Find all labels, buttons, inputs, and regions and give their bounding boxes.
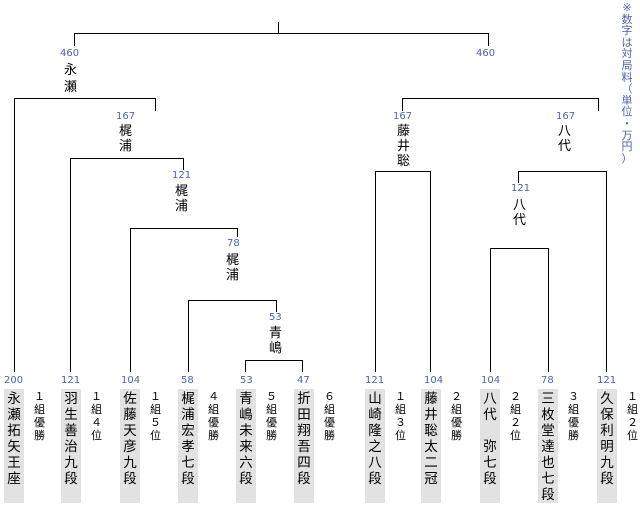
player-result: １ 組 ３ 位 <box>395 390 406 442</box>
player-fee: 78 <box>541 375 554 386</box>
player-result: １ 組 ５ 位 <box>150 390 161 442</box>
player-name-box: 羽 生 善 治 九 段 <box>61 389 81 503</box>
player-fee: 121 <box>365 375 385 386</box>
player-result: ４ 組 優 勝 <box>208 390 219 442</box>
winner-sf-left: 梶 浦 <box>118 124 132 154</box>
winner-final-left: 永 瀬 <box>63 63 77 95</box>
fee-qf-left: 121 <box>172 170 192 181</box>
player-name-box: 青 嶋 未 来 六 段 <box>236 389 256 503</box>
player-result: ６ 組 優 勝 <box>324 390 335 442</box>
player-fee: 104 <box>424 375 444 386</box>
player-result: ５ 組 優 勝 <box>266 390 277 442</box>
player-name: 梶 浦 宏 孝 七 段 <box>181 391 195 487</box>
player-result: ２ 組 優 勝 <box>451 390 462 442</box>
player-name-box: 久 保 利 明 九 段 <box>597 389 617 503</box>
player-name-box: 八 代 弥 七 段 <box>480 389 500 503</box>
player-name: 藤 井 聡 太 二 冠 <box>424 391 438 487</box>
player-name-box: 三 枚 堂 達 也 七 段 <box>538 389 558 503</box>
player-result: １ 組 優 勝 <box>34 390 45 442</box>
fee-r2-left: 78 <box>227 238 240 249</box>
player-name: 三 枚 堂 達 也 七 段 <box>541 391 555 503</box>
fee-sf-right-left: 167 <box>393 111 413 122</box>
player-fee: 200 <box>4 375 24 386</box>
player-name: 永 瀬 拓 矢 王 座 <box>7 391 21 487</box>
winner-qf-left: 梶 浦 <box>174 184 188 214</box>
fee-final-left: 460 <box>60 48 80 59</box>
player-fee: 121 <box>61 375 81 386</box>
player-name: 八 代 弥 七 段 <box>483 391 497 487</box>
fee-note: ※ 数 字 は 対 局 料 （ 単 位 ・ 万 円 ） <box>621 1 633 165</box>
fee-r1-left: 53 <box>269 312 282 323</box>
player-name: 久 保 利 明 九 段 <box>600 391 614 487</box>
player-fee: 121 <box>597 375 617 386</box>
winner-qf-right-right: 八 代 <box>512 198 526 228</box>
player-result: １ 組 ２ 位 <box>627 390 638 442</box>
player-fee: 53 <box>240 375 253 386</box>
winner-sf-right-right: 八 代 <box>557 124 571 154</box>
player-fee: 47 <box>297 375 310 386</box>
player-name: 羽 生 善 治 九 段 <box>64 391 78 487</box>
player-result: １ 組 ４ 位 <box>91 390 102 442</box>
player-name-box: 折 田 翔 吾 四 段 <box>294 389 314 503</box>
player-name-box: 梶 浦 宏 孝 七 段 <box>178 389 198 503</box>
player-name: 佐 藤 天 彦 九 段 <box>123 391 137 487</box>
player-name-box: 藤 井 聡 太 二 冠 <box>421 389 441 503</box>
player-name: 青 嶋 未 来 六 段 <box>239 391 253 487</box>
player-name: 折 田 翔 吾 四 段 <box>297 391 311 487</box>
player-result: ３ 組 優 勝 <box>568 390 579 442</box>
winner-r1-left: 青 嶋 <box>268 326 282 356</box>
player-fee: 58 <box>181 375 194 386</box>
player-name-box: 山 崎 隆 之 八 段 <box>365 389 385 503</box>
fee-final-right: 460 <box>476 48 496 59</box>
player-result: ２ 組 ２ 位 <box>510 390 521 442</box>
fee-sf-left: 167 <box>116 111 136 122</box>
player-fee: 104 <box>121 375 141 386</box>
fee-qf-right-right: 121 <box>511 183 531 194</box>
fee-sf-right-right: 167 <box>556 111 576 122</box>
player-fee: 104 <box>481 375 501 386</box>
winner-r2-left: 梶 浦 <box>225 253 239 283</box>
winner-sf-right-left: 藤 井 聡 <box>396 124 410 169</box>
player-name-box: 佐 藤 天 彦 九 段 <box>120 389 140 503</box>
player-name-box: 永 瀬 拓 矢 王 座 <box>4 389 24 503</box>
player-name: 山 崎 隆 之 八 段 <box>368 391 382 487</box>
